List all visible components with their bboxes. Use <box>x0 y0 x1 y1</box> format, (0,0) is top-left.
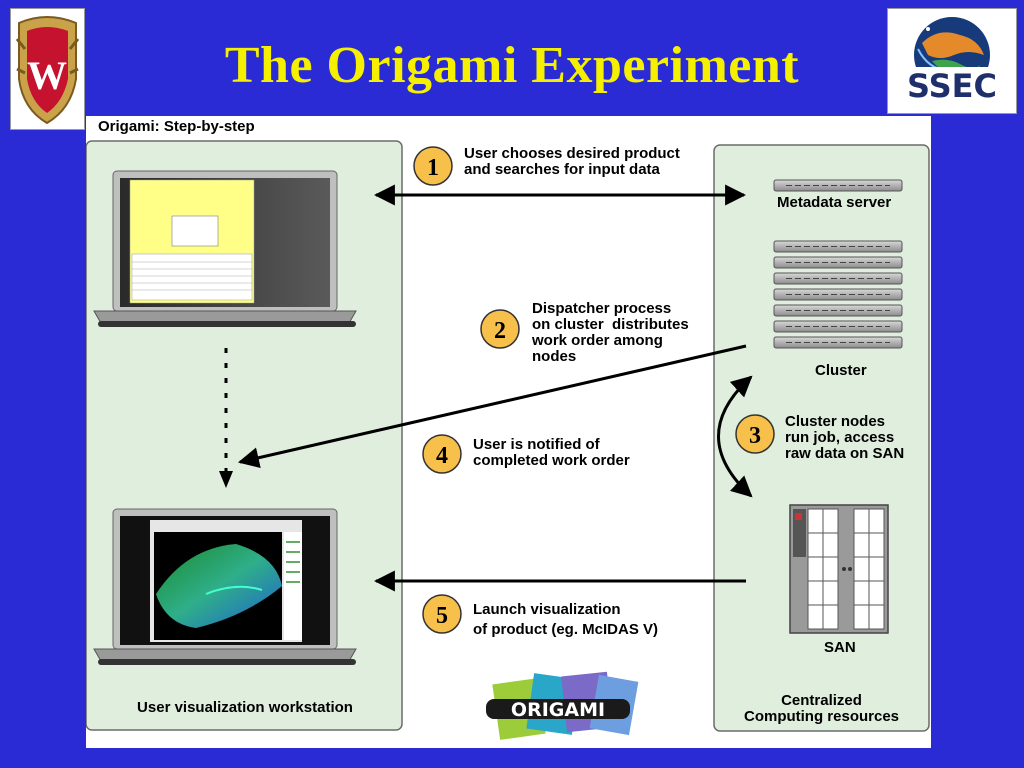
step-number-3: 3 <box>749 423 761 449</box>
san-label: SAN <box>824 639 856 656</box>
step5-text: Launch visualization of product (eg. McI… <box>473 600 703 640</box>
step2-line3: work order among <box>532 332 663 349</box>
central-computing-line1: Centralized <box>781 692 862 709</box>
arrow-step3-cluster-san <box>717 375 753 498</box>
dotted-flow-arrowhead <box>219 471 233 488</box>
ssec-logo: SSEC <box>887 8 1017 114</box>
diagram-canvas: 1 2 3 4 5 ORIGAMI <box>86 140 930 740</box>
step2-line2: on cluster distributes <box>532 316 689 333</box>
metadata-server-rack <box>773 179 903 192</box>
metadata-server-label: Metadata server <box>777 194 892 211</box>
laptop-visualization <box>93 508 357 665</box>
step-badge-3: 3 <box>735 414 775 454</box>
cluster-label: Cluster <box>815 362 867 379</box>
step1-text: User chooses desired product and searche… <box>464 146 714 178</box>
step-number-2: 2 <box>494 318 506 344</box>
step-badge-2: 2 <box>480 309 520 349</box>
step1-line1: User chooses desired product <box>464 145 680 162</box>
arrow-step2-4-notify <box>237 344 747 469</box>
step5-line1: Launch visualization <box>473 601 621 618</box>
central-computing-label: Centralized Computing resources <box>714 693 929 725</box>
san-cabinet <box>789 504 889 634</box>
step-number-1: 1 <box>427 155 439 181</box>
step4-line2: completed work order <box>473 452 630 469</box>
step1-line2: and searches for input data <box>464 161 660 178</box>
step4-text: User is notified of completed work order <box>473 437 703 469</box>
step4-line1: User is notified of <box>473 436 600 453</box>
origami-logo: ORIGAMI <box>486 671 639 740</box>
step-badge-1: 1 <box>413 146 453 186</box>
step3-line3: raw data on SAN <box>785 445 905 462</box>
ssec-logo-text: SSEC <box>907 67 997 105</box>
diagram-panel: 1 2 3 4 5 ORIGAMI Origami: Step-by-st <box>86 116 931 748</box>
slide-title: The Origami Experiment <box>224 37 800 94</box>
step-number-4: 4 <box>436 443 448 469</box>
step2-line1: Dispatcher process <box>532 300 672 317</box>
step3-line2: run job, access <box>785 429 895 446</box>
step2-text: Dispatcher process on cluster distribute… <box>532 301 732 365</box>
origami-logo-text: ORIGAMI <box>511 699 605 721</box>
cluster-rack <box>773 240 903 349</box>
workstation-label: User visualization workstation <box>137 699 353 716</box>
step2-line4: nodes <box>532 348 577 365</box>
university-w-letter: W <box>27 53 67 98</box>
central-computing-line2: Computing resources <box>743 708 900 725</box>
step3-line1: Cluster nodes <box>785 413 886 430</box>
step-number-5: 5 <box>436 603 448 629</box>
step-badge-5: 5 <box>422 594 462 634</box>
step5-line2: of product (eg. McIDAS V) <box>473 621 658 638</box>
laptop-search-ui <box>93 170 357 327</box>
step-badge-4: 4 <box>422 434 462 474</box>
step3-text: Cluster nodes run job, access raw data o… <box>785 414 925 462</box>
diagram-subtitle: Origami: Step-by-step <box>98 118 255 135</box>
university-crest-logo: W <box>10 8 85 130</box>
